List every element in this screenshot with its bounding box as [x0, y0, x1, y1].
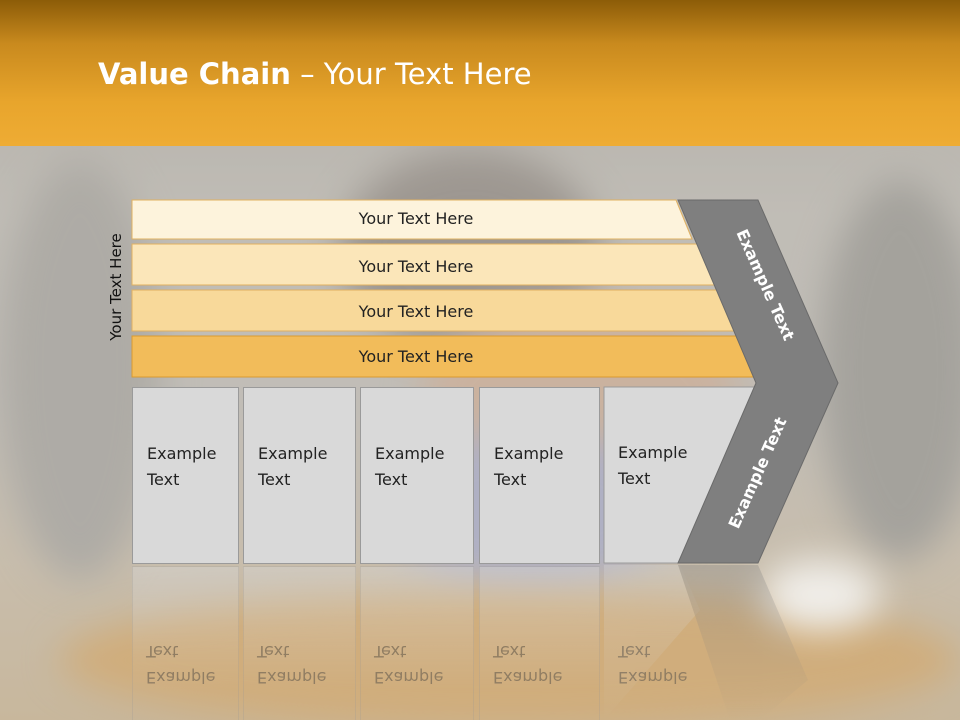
column-label: Example Text — [258, 444, 328, 489]
column-reflection-1: Example Text — [132, 566, 239, 720]
column-reflection-4: Example Text — [479, 566, 600, 720]
column-label: Example Text — [494, 444, 564, 489]
row-label-4[interactable]: Your Text Here — [358, 347, 474, 366]
column-reflection-2: Example Text — [243, 566, 356, 720]
primary-column-5[interactable]: Example Text — [604, 387, 734, 564]
column-reflection-3: Example Text — [360, 566, 474, 720]
primary-column-2[interactable]: Example Text — [243, 387, 356, 564]
column-label: Example Text — [147, 444, 217, 489]
primary-column-3[interactable]: Example Text — [360, 387, 474, 564]
primary-column-1[interactable]: Example Text — [132, 387, 239, 564]
column-label: Example Text — [618, 443, 688, 488]
row-bar-1 — [131, 199, 693, 240]
slide-title[interactable]: Value Chain – Your Text Here — [98, 57, 532, 91]
row-label-3[interactable]: Your Text Here — [358, 302, 474, 321]
column-reflection-5: Example Text — [618, 642, 688, 687]
title-bar — [0, 0, 960, 146]
reflection-shapes — [604, 565, 808, 720]
row-label-2[interactable]: Your Text Here — [358, 257, 474, 276]
column-label: Example Text — [375, 444, 445, 489]
row-label-1[interactable]: Your Text Here — [358, 209, 474, 228]
primary-column-4[interactable]: Example Text — [479, 387, 600, 564]
chevron-arrow — [677, 199, 839, 564]
